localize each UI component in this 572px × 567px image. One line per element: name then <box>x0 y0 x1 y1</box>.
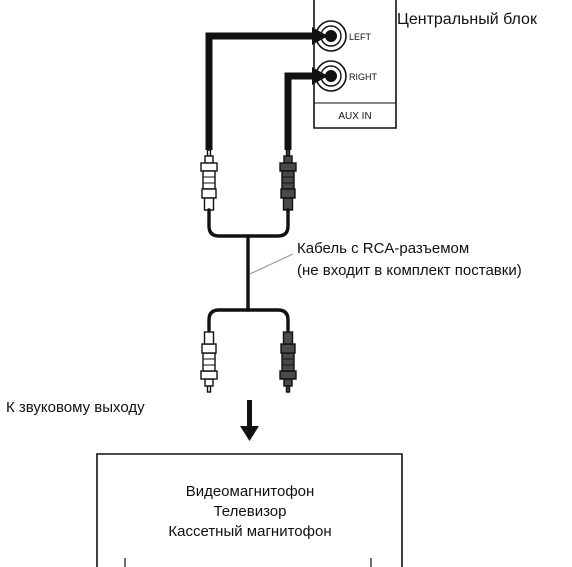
rca-cable <box>207 208 290 332</box>
source-device-line3: Кассетный магнитофон <box>168 523 331 540</box>
left-jack: LEFT <box>315 20 372 52</box>
aux-in-label: AUX IN <box>338 111 371 122</box>
central-unit-panel: AUX IN <box>313 0 397 129</box>
upper-white-plug <box>200 149 218 211</box>
upper-dark-plug <box>279 149 297 211</box>
cable-label-line2: (не входит в комплект поставки) <box>297 262 522 279</box>
source-device-box: Видеомагнитофон Телевизор Кассетный магн… <box>96 453 403 567</box>
right-jack-label: RIGHT <box>349 72 378 82</box>
lower-white-plug <box>200 331 218 393</box>
cable-label-line1: Кабель с RCA-разъемом <box>297 240 469 257</box>
audio-out-label: К звуковому выходу <box>6 399 145 416</box>
upper-wires <box>205 32 322 150</box>
source-device-line1: Видеомагнитофон <box>186 483 315 500</box>
right-jack: RIGHT <box>315 60 378 92</box>
central-unit-title: Центральный блок <box>397 11 538 28</box>
left-arrowhead <box>312 27 328 45</box>
source-device-line2: Телевизор <box>213 503 286 520</box>
cable-label-pointer <box>249 253 294 275</box>
right-arrowhead <box>312 67 328 85</box>
left-jack-label: LEFT <box>349 32 372 42</box>
lower-dark-plug <box>279 331 297 393</box>
arrow-down-icon <box>240 400 259 441</box>
